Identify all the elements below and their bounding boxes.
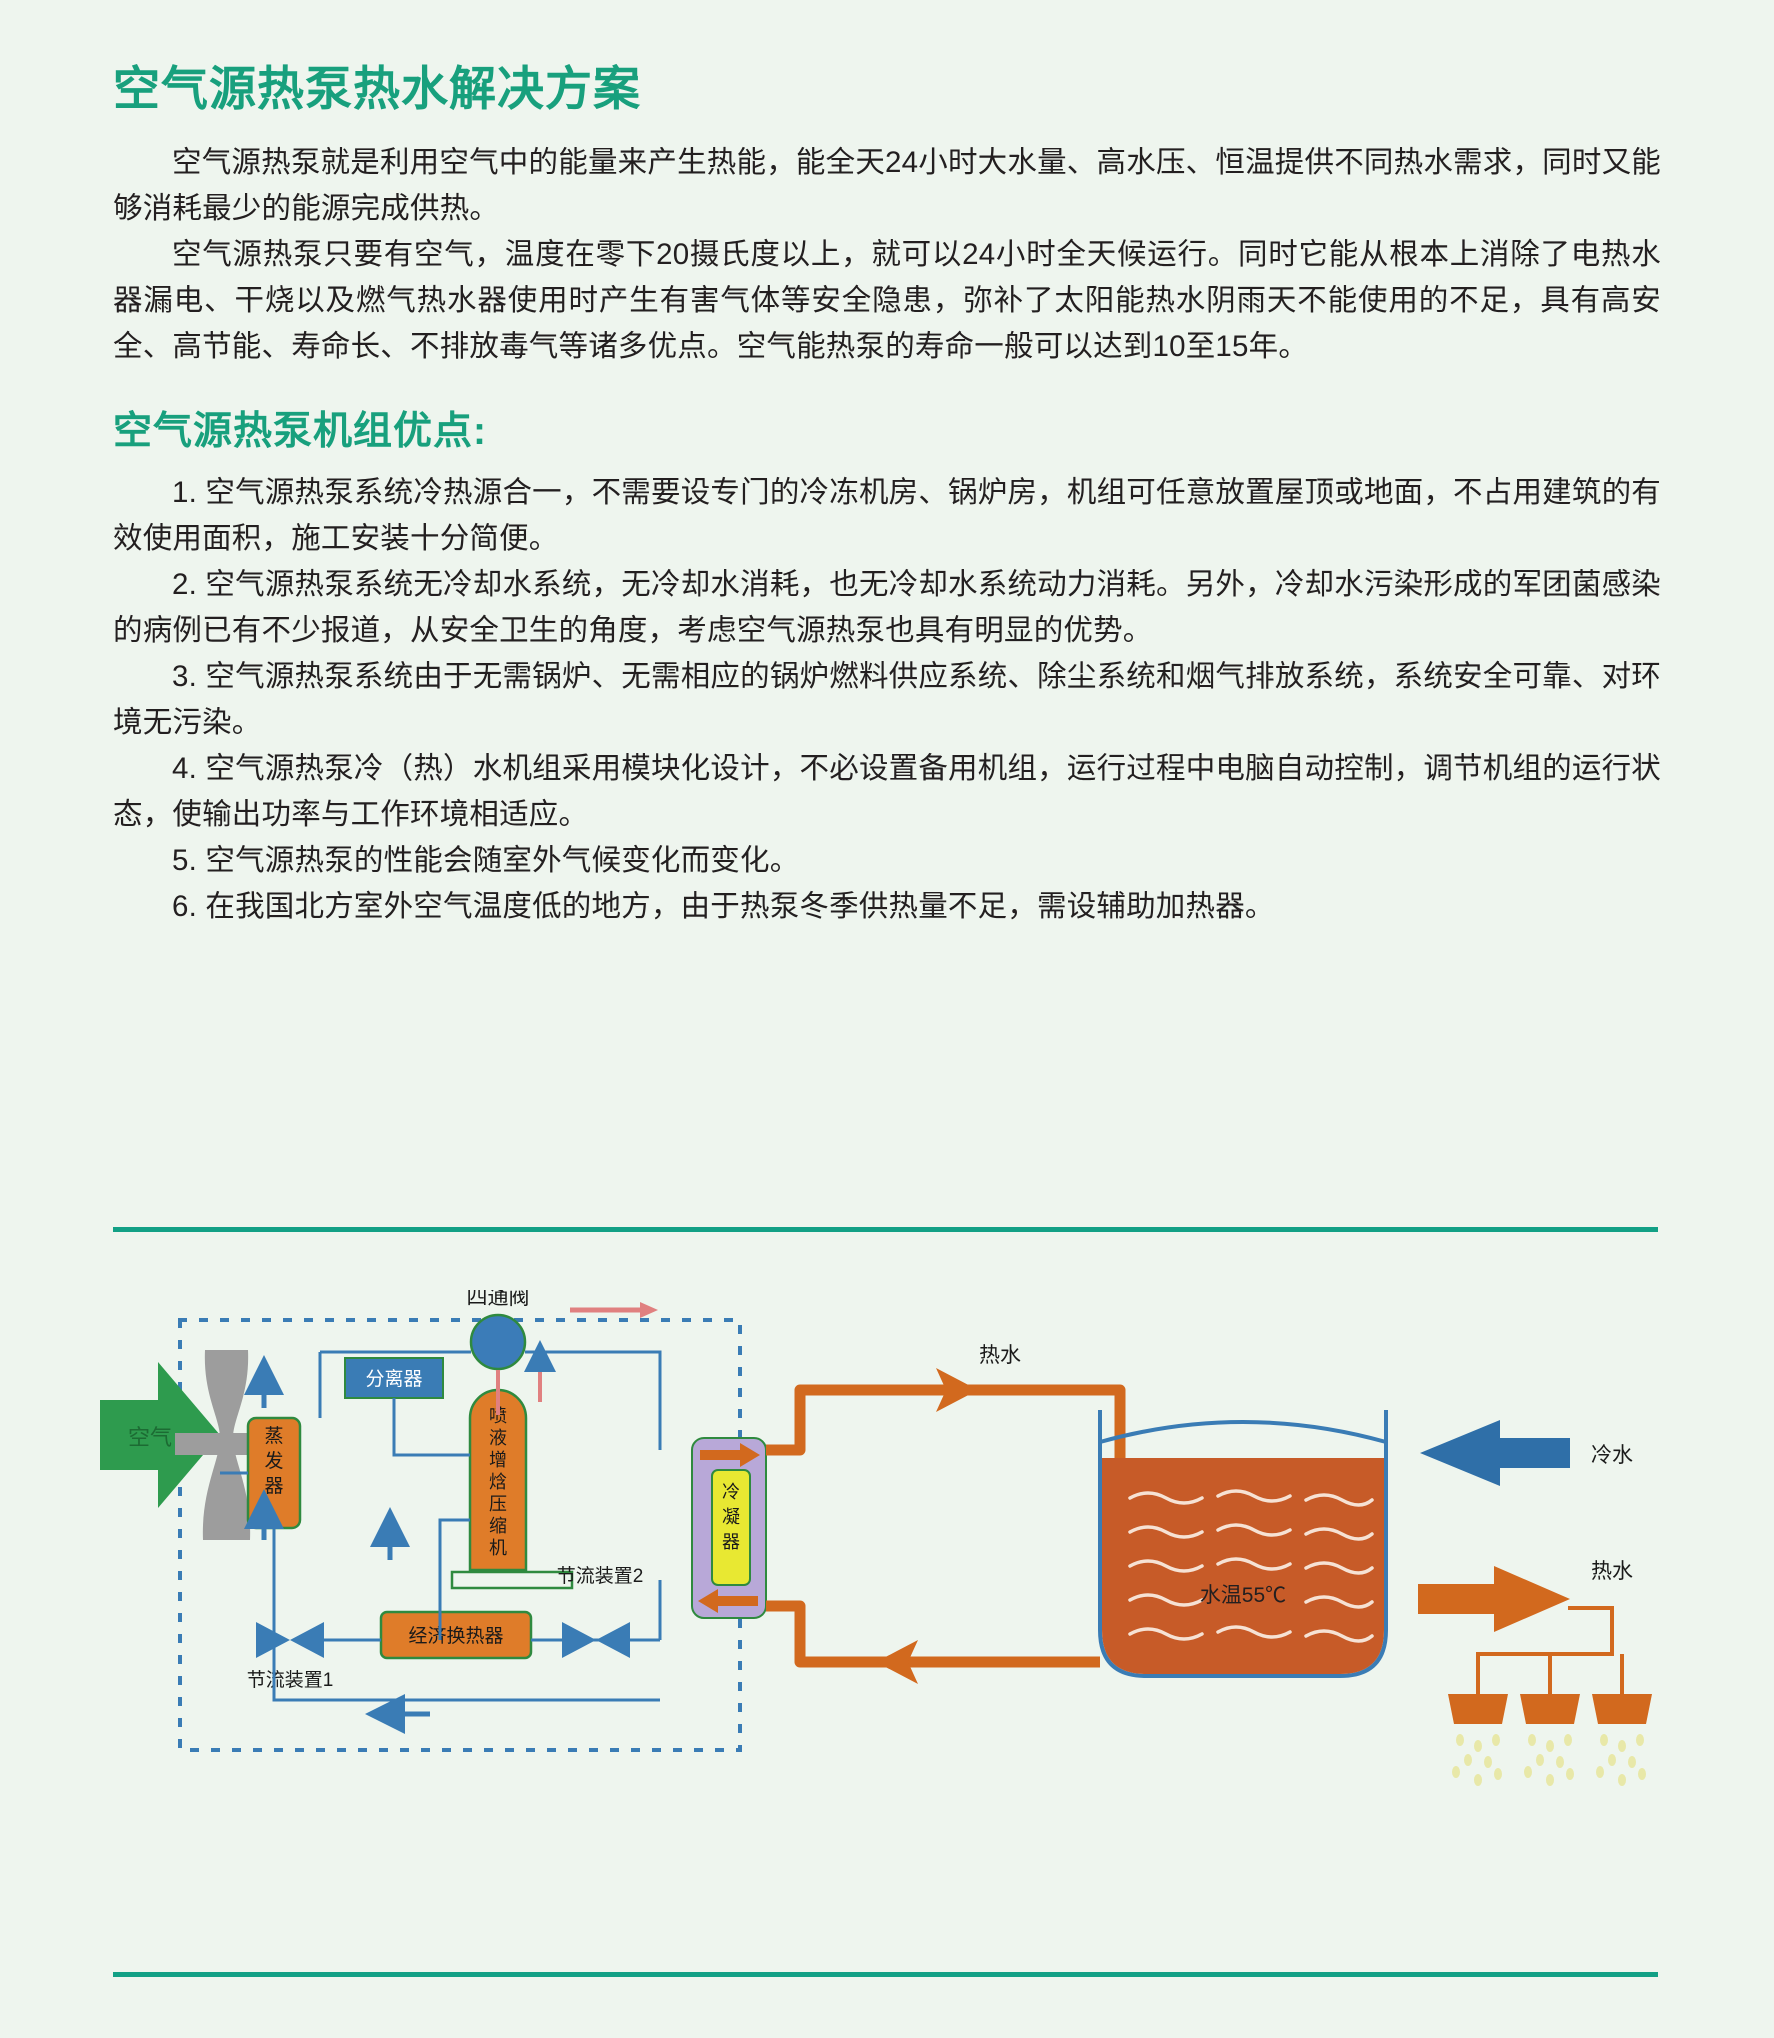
condenser-label: 冷凝器 [722,1482,740,1552]
advantage-item-3: 3. 空气源热泵系统由于无需锅炉、无需相应的锅炉燃料供应系统、除尘系统和烟气排放… [113,660,1661,740]
separator-box [344,1357,444,1399]
economizer-box [379,1610,533,1660]
cold-water-arrow [1420,1420,1570,1486]
page-title: 空气源热泵热水解决方案 [113,62,641,115]
shower-head-3 [1592,1694,1652,1724]
condenser-flow-in-arrow [700,1443,760,1467]
hot-water-out-arrow [1418,1566,1570,1632]
divider-bottom [113,1972,1658,1977]
throttle-valve-1-label: 节流装置1 [247,1669,334,1691]
text-content: 空气源热泵热水解决方案 空气源热泵就是利用空气中的能量来产生热能，能全天24小时… [113,62,1661,930]
shower-piping [1476,1606,1624,1694]
water-wave-lines [1128,1489,1374,1643]
hot-gas-arrowhead [640,1302,658,1318]
water-tank-shell [1098,1410,1388,1678]
compressor-body [468,1388,528,1572]
return-water-arrow [876,1640,918,1684]
water-temperature-label: 水温55℃ [1200,1584,1286,1607]
refrigerant-pipes [220,1350,662,1642]
evaporator-label: 蒸发器 [264,1425,283,1497]
air-inlet-arrow [100,1362,220,1508]
water-loop-pipes [766,1384,1126,1668]
system-diagram: 空气 蒸发器 分离器 四通阀 喷液增焓压缩机 经济换热器 [100,1290,1700,1970]
shower-head-2 [1520,1694,1580,1724]
water-tank-lid [1099,1420,1387,1444]
divider-top [113,1227,1658,1232]
compressor-base [450,1570,574,1590]
advantage-item-2: 2. 空气源热泵系统无冷却水系统，无冷却水消耗，也无冷却水系统动力消耗。另外，冷… [113,568,1661,648]
hot-water-top-label: 热水 [979,1344,1021,1367]
hot-gas-arrows [496,1340,556,1415]
intro-paragraph-1: 空气源热泵就是利用空气中的能量来产生热能，能全天24小时大水量、高水压、恒温提供… [113,146,1661,226]
advantage-item-6: 6. 在我国北方室外空气温度低的地方，由于热泵冬季供热量不足，需设辅助加热器。 [172,890,1275,924]
air-label: 空气 [128,1425,172,1450]
refrigerant-flow-arrows [244,1355,430,1734]
throttle-valve-1-icon [256,1622,324,1658]
shower-head-1 [1448,1694,1508,1724]
advantages-heading: 空气源热泵机组优点: [113,410,487,454]
economizer-label: 经济换热器 [408,1625,503,1647]
cold-water-label: 冷水 [1591,1444,1633,1467]
intro-paragraph-2: 空气源热泵只要有空气，温度在零下20摄氏度以上，就可以24小时全天候运行。同时它… [113,238,1661,364]
suction-return-pipe [272,1528,660,1702]
throttle-valve-2-label: 节流装置2 [557,1565,644,1587]
shower-spray-drops [1452,1734,1646,1786]
four-way-valve-label: 四通阀 [467,1290,530,1309]
four-way-valve [469,1313,527,1371]
hot-water-top-arrow [936,1368,978,1412]
condenser-core [711,1469,751,1586]
advantage-item-5: 5. 空气源热泵的性能会随室外气候变化而变化。 [172,844,800,878]
water-tank-body [1102,1458,1384,1674]
advantage-item-1: 1. 空气源热泵系统冷热源合一，不需要设专门的冷冻机房、锅炉房，机组可任意放置屋… [113,476,1661,556]
unit-boundary [178,1318,742,1752]
compressor-label: 喷液增焓压缩机 [489,1406,507,1558]
condenser-flow-out-arrow [698,1589,758,1613]
hot-water-out-label: 热水 [1591,1560,1633,1583]
advantage-item-4: 4. 空气源热泵冷（热）水机组采用模块化设计，不必设置备用机组，运行过程中电脑自… [113,752,1661,832]
separator-label: 分离器 [365,1368,422,1390]
